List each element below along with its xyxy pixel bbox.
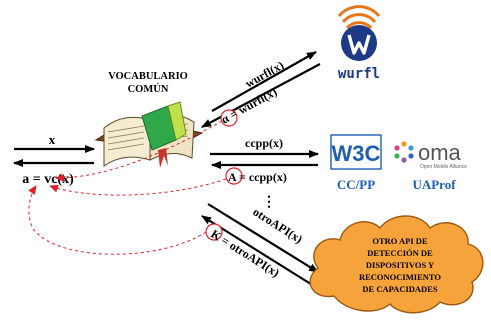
wurfl-return-circle: [220, 109, 238, 127]
output-label: a = vc(x): [22, 172, 74, 187]
dashed-return-ccpp: [49, 178, 227, 196]
cloud-line-3: DISPOSITIVOS Y: [366, 260, 434, 270]
book-title-line1: VOCABULARIO: [108, 71, 188, 82]
w3c-logo-text: W3C: [332, 141, 381, 166]
w3c-logo-icon: W3C: [330, 134, 382, 170]
otro-call-label: otroAPI(x): [250, 205, 305, 246]
ccpp-caption: CC/PP: [337, 177, 375, 192]
cloud-line-1: OTRO API DE: [372, 236, 428, 246]
oma-tagline: Open Mobile Alliance: [420, 164, 467, 170]
book-title-line2: COMÚN: [128, 83, 169, 95]
cloud-line-4: RECONOCIMIENTO: [359, 272, 441, 282]
ellipsis-label: ⋮: [262, 195, 276, 210]
cloud-shape: [309, 215, 484, 314]
input-label: x: [49, 132, 56, 147]
oma-logo-icon: [394, 141, 414, 163]
wurfl-logo-text: wurfl: [338, 66, 380, 82]
oma-caption: UAProf: [412, 177, 456, 192]
otro-return-label: K = otroAPI(x): [208, 227, 282, 280]
otro-call-arrow: [207, 203, 319, 273]
dashed-return-otro: [28, 185, 207, 255]
cloud-line-2: DETECCIÓN DE: [367, 248, 433, 258]
cloud-line-5: DE CAPACIDADES: [362, 284, 437, 294]
wurfl-logo-icon: [337, 5, 381, 61]
ccpp-return-label: A = ccpp(x): [228, 170, 287, 184]
wurfl-call-arrow: [211, 51, 317, 112]
dashed-return-wurfl: [55, 120, 223, 182]
oma-logo-text: oma: [418, 140, 462, 165]
book-icon: [94, 101, 204, 168]
ccpp-call-label: ccpp(x): [245, 136, 283, 150]
ccpp-return-circle: [225, 167, 243, 185]
